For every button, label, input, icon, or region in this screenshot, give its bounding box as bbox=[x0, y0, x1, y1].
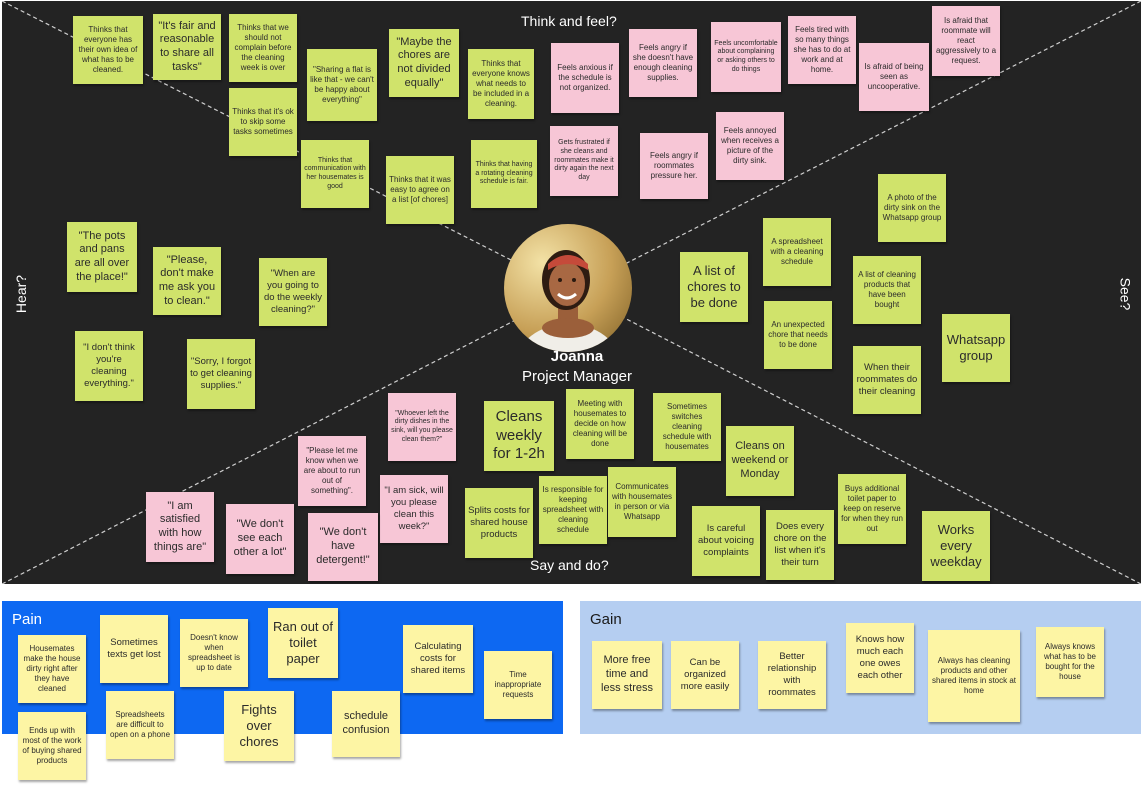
persona-name: Joanna bbox=[550, 348, 604, 365]
empathy-map-board: Think and feel? Say and do? Hear? See? T… bbox=[2, 1, 1141, 584]
sticky-note[interactable]: Communicates with housemates in person o… bbox=[608, 467, 676, 537]
sticky-note[interactable]: Calculating costs for shared items bbox=[403, 625, 473, 693]
sticky-note[interactable]: Thinks that everyone knows what needs to… bbox=[468, 49, 534, 119]
sticky-note[interactable]: Housemates make the house dirty right af… bbox=[18, 635, 86, 703]
sticky-note[interactable]: "Please let me know when we are about to… bbox=[298, 436, 366, 506]
sticky-note[interactable]: Doesn't know when spreadsheet is up to d… bbox=[180, 619, 248, 687]
sticky-note[interactable]: Time inappropriate requests bbox=[484, 651, 552, 719]
sticky-note[interactable]: More free time and less stress bbox=[592, 641, 662, 709]
quadrant-label-say-do: Say and do? bbox=[530, 557, 609, 573]
sticky-note[interactable]: Feels angry if roommates pressure her. bbox=[640, 133, 708, 199]
sticky-note[interactable]: Feels tired with so many things she has … bbox=[788, 16, 856, 84]
sticky-note[interactable]: schedule confusion bbox=[332, 691, 400, 757]
pain-panel: Pain Housemates make the house dirty rig… bbox=[2, 601, 563, 780]
sticky-note[interactable]: A list of chores to be done bbox=[680, 252, 748, 322]
sticky-note[interactable]: Cleans weekly for 1-2h bbox=[484, 401, 554, 471]
sticky-note[interactable]: "I am satisfied with how things are" bbox=[146, 492, 214, 562]
sticky-note[interactable]: "I am sick, will you please clean this w… bbox=[380, 475, 448, 543]
sticky-note[interactable]: "I don't think you're cleaning everythin… bbox=[75, 331, 143, 401]
sticky-note[interactable]: An unexpected chore that needs to be don… bbox=[764, 301, 832, 369]
gain-title: Gain bbox=[590, 611, 622, 628]
avatar bbox=[504, 224, 632, 352]
sticky-note[interactable]: Thinks that it was easy to agree on a li… bbox=[386, 156, 454, 224]
sticky-note[interactable]: Sometimes texts get lost bbox=[100, 615, 168, 683]
persona-role: Project Manager bbox=[521, 368, 633, 385]
sticky-note[interactable]: Gets frustrated if she cleans and roomma… bbox=[550, 126, 618, 196]
quadrant-label-see: See? bbox=[1117, 277, 1134, 311]
sticky-note[interactable]: Buys additional toilet paper to keep on … bbox=[838, 474, 906, 544]
sticky-note[interactable]: Can be organized more easily bbox=[671, 641, 739, 709]
sticky-note[interactable]: "Sorry, I forgot to get cleaning supplie… bbox=[187, 339, 255, 409]
sticky-note[interactable]: "Please, don't make me ask you to clean.… bbox=[153, 247, 221, 315]
sticky-note[interactable]: Always has cleaning products and other s… bbox=[928, 630, 1020, 722]
sticky-note[interactable]: Sometimes switches cleaning schedule wit… bbox=[653, 393, 721, 461]
sticky-note[interactable]: Always knows what has to be bought for t… bbox=[1036, 627, 1104, 697]
sticky-note[interactable]: "When are you going to do the weekly cle… bbox=[259, 258, 327, 326]
sticky-note[interactable]: Ran out of toilet paper bbox=[268, 608, 338, 678]
sticky-note[interactable]: "Sharing a flat is like that - we can't … bbox=[307, 49, 377, 121]
sticky-note[interactable]: A list of cleaning products that have be… bbox=[853, 256, 921, 324]
sticky-note[interactable]: Thinks that communication with her house… bbox=[301, 140, 369, 208]
sticky-note[interactable]: Does every chore on the list when it's t… bbox=[766, 510, 834, 580]
sticky-note[interactable]: Feels angry if she doesn't have enough c… bbox=[629, 29, 697, 97]
sticky-note[interactable]: Thinks that everyone has their own idea … bbox=[73, 16, 143, 84]
sticky-note[interactable]: "Maybe the chores are not divided equall… bbox=[389, 29, 459, 97]
persona-photo-icon bbox=[504, 224, 632, 352]
gain-panel: Gain More free time and less stress Can … bbox=[580, 601, 1141, 734]
sticky-note[interactable]: "We don't see each other a lot" bbox=[226, 504, 294, 574]
sticky-note[interactable]: A spreadsheet with a cleaning schedule bbox=[763, 218, 831, 286]
sticky-note[interactable]: "It's fair and reasonable to share all t… bbox=[153, 14, 221, 80]
sticky-note[interactable]: Thinks that we should not complain befor… bbox=[229, 14, 297, 82]
sticky-note[interactable]: Feels anxious if the schedule is not org… bbox=[551, 43, 619, 113]
sticky-note[interactable]: Is afraid of being seen as uncooperative… bbox=[859, 43, 929, 111]
sticky-note[interactable]: Is responsible for keeping spreadsheet w… bbox=[539, 476, 607, 544]
sticky-note[interactable]: Thinks that it's ok to skip some tasks s… bbox=[229, 88, 297, 156]
sticky-note[interactable]: Fights over chores bbox=[224, 691, 294, 761]
sticky-note[interactable]: Knows how much each one owes each other bbox=[846, 623, 914, 693]
quadrant-label-think-feel: Think and feel? bbox=[521, 13, 617, 29]
sticky-note[interactable]: Splits costs for shared house products bbox=[465, 488, 533, 558]
sticky-note[interactable]: "We don't have detergent!" bbox=[308, 513, 378, 581]
sticky-note[interactable]: A photo of the dirty sink on the Whatsap… bbox=[878, 174, 946, 242]
sticky-note[interactable]: Whatsapp group bbox=[942, 314, 1010, 382]
sticky-note[interactable]: Better relationship with roommates bbox=[758, 641, 826, 709]
sticky-note[interactable]: Thinks that having a rotating cleaning s… bbox=[471, 140, 537, 208]
sticky-note[interactable]: Ends up with most of the work of buying … bbox=[18, 712, 86, 780]
sticky-note[interactable]: Meeting with housemates to decide on how… bbox=[566, 389, 634, 459]
quadrant-label-hear: Hear? bbox=[13, 274, 30, 314]
sticky-note[interactable]: Spreadsheets are difficult to open on a … bbox=[106, 691, 174, 759]
sticky-note[interactable]: Works every weekday bbox=[922, 511, 990, 581]
sticky-note[interactable]: "Whoever left the dirty dishes in the si… bbox=[388, 393, 456, 461]
sticky-note[interactable]: Feels uncomfortable about complaining or… bbox=[711, 22, 781, 92]
sticky-note[interactable]: Cleans on weekend or Monday bbox=[726, 426, 794, 496]
sticky-note[interactable]: "The pots and pans are all over the plac… bbox=[67, 222, 137, 292]
sticky-note[interactable]: When their roommates do their cleaning bbox=[853, 346, 921, 414]
sticky-note[interactable]: Is afraid that roommate will react aggre… bbox=[932, 6, 1000, 76]
sticky-note[interactable]: Feels annoyed when receives a picture of… bbox=[716, 112, 784, 180]
pain-title: Pain bbox=[12, 611, 43, 628]
sticky-note[interactable]: Is careful about voicing complaints bbox=[692, 506, 760, 576]
